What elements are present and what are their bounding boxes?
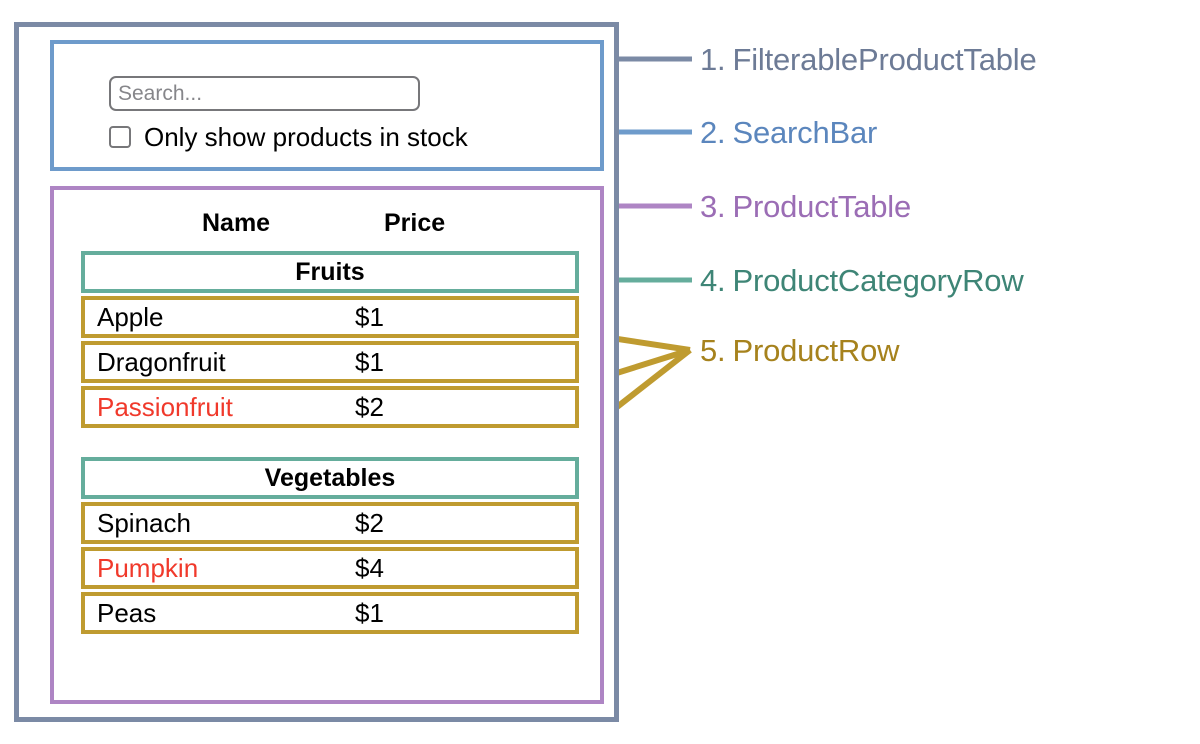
legend-item-filterable-product-table: 1.FilterableProductTable xyxy=(700,42,1037,78)
legend-item-product-row: 5.ProductRow xyxy=(700,333,900,369)
legend-item-product-category-row: 4.ProductCategoryRow xyxy=(700,263,1024,299)
filterable-product-table-container: Only show products in stock Name Price F… xyxy=(14,22,619,722)
product-row: Peas $1 xyxy=(81,592,579,634)
legend-number: 3. xyxy=(700,189,726,224)
product-row: Apple $1 xyxy=(81,296,579,338)
product-row-name: Apple xyxy=(97,302,164,332)
in-stock-checkbox[interactable] xyxy=(109,126,131,148)
product-row-price: $2 xyxy=(355,508,384,538)
legend-number: 2. xyxy=(700,115,726,150)
legend-number: 1. xyxy=(700,42,726,77)
product-row-name: Peas xyxy=(97,598,157,628)
product-row-name: Spinach xyxy=(97,508,191,538)
legend-label: ProductTable xyxy=(732,189,912,224)
column-header-price: Price xyxy=(384,208,446,237)
product-row: Pumpkin $4 xyxy=(81,547,579,589)
search-bar-container: Only show products in stock xyxy=(50,40,604,171)
product-table-header-row: Name Price xyxy=(54,204,600,242)
stock-filter-row[interactable]: Only show products in stock xyxy=(109,124,468,150)
product-row-name: Pumpkin xyxy=(97,553,199,583)
legend-number: 4. xyxy=(700,263,726,298)
legend-label: SearchBar xyxy=(732,115,878,150)
legend-label: FilterableProductTable xyxy=(732,42,1037,77)
product-row-price: $2 xyxy=(355,392,384,422)
product-row-price: $1 xyxy=(355,347,384,377)
product-category-row-label: Fruits xyxy=(295,257,365,286)
legend-label: ProductRow xyxy=(732,333,900,368)
product-table-body: Fruits Apple $1 Dragonfruit $1 Passionfr… xyxy=(81,251,579,637)
product-row-name: Passionfruit xyxy=(97,392,233,422)
section-spacer xyxy=(81,431,579,457)
column-header-name: Name xyxy=(202,208,271,237)
search-input[interactable] xyxy=(109,76,420,111)
product-category-row-label: Vegetables xyxy=(264,463,396,492)
product-table-container: Name Price Fruits Apple $1 Dragonfruit $… xyxy=(50,186,604,704)
product-row-price: $1 xyxy=(355,598,384,628)
product-category-row: Vegetables xyxy=(81,457,579,499)
legend-label: ProductCategoryRow xyxy=(732,263,1024,298)
in-stock-checkbox-label: Only show products in stock xyxy=(144,122,468,152)
product-row: Passionfruit $2 xyxy=(81,386,579,428)
product-row: Dragonfruit $1 xyxy=(81,341,579,383)
product-row-price: $1 xyxy=(355,302,384,332)
legend-number: 5. xyxy=(700,333,726,368)
product-row-price: $4 xyxy=(355,553,384,583)
product-row-name: Dragonfruit xyxy=(97,347,226,377)
legend-item-product-table: 3.ProductTable xyxy=(700,189,911,225)
legend-item-search-bar: 2.SearchBar xyxy=(700,115,877,151)
product-row: Spinach $2 xyxy=(81,502,579,544)
product-category-row: Fruits xyxy=(81,251,579,293)
